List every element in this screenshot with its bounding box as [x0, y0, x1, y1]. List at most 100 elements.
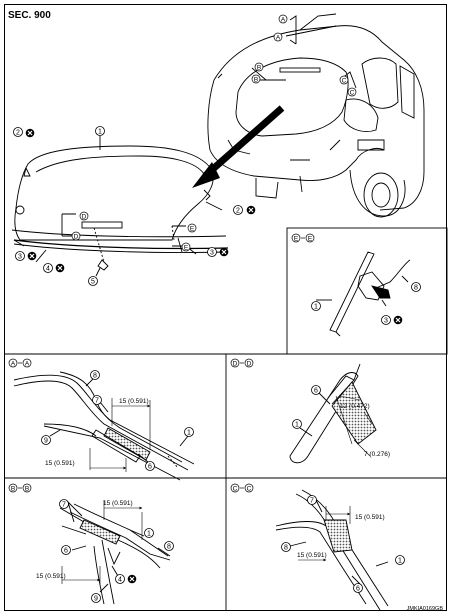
svg-text:5: 5 — [91, 279, 95, 286]
marker-e-top: E — [187, 223, 197, 233]
callout-8-aa: 8 — [90, 370, 100, 380]
svg-text:A: A — [25, 360, 30, 367]
callout-1-aa: 1 — [184, 427, 194, 437]
svg-text:1: 1 — [314, 304, 318, 311]
svg-text:E: E — [308, 235, 313, 242]
marker-a-top: A — [278, 14, 288, 24]
marker-c-top: C — [339, 75, 349, 85]
callout-3-main-right: 3 — [207, 247, 217, 257]
svg-text:3: 3 — [384, 318, 388, 325]
svg-text:1: 1 — [398, 558, 402, 565]
dimension-cc-top: 15 (0.591) — [355, 514, 385, 521]
svg-text:1: 1 — [187, 430, 191, 437]
callout-7-aa: 7 — [92, 395, 102, 405]
callout-6-bb: 6 — [61, 545, 71, 555]
svg-text:B: B — [11, 485, 15, 492]
callout-5-main: 5 — [88, 276, 98, 286]
do-not-reuse-marks — [25, 128, 403, 584]
marker-b-bottom: B — [251, 74, 261, 84]
detail-title-ee: E E — [291, 233, 315, 243]
callout-4-main: 4 — [43, 263, 53, 273]
svg-text:2: 2 — [16, 130, 20, 137]
no-reuse-icon — [127, 574, 137, 584]
svg-text:7: 7 — [95, 398, 99, 405]
no-reuse-icon — [25, 128, 35, 138]
detail-ee-box — [286, 227, 448, 355]
svg-text:A: A — [276, 34, 281, 41]
vehicle-outline — [207, 13, 425, 218]
marker-e-bottom: E — [181, 242, 191, 252]
detail-title-aa: A A — [8, 358, 32, 368]
svg-text:6: 6 — [64, 548, 68, 555]
dimension-aa-bottom: 15 (0.591) — [45, 460, 75, 467]
callout-8-bb: 8 — [164, 541, 174, 551]
svg-text:B: B — [25, 485, 29, 492]
dimension-bb-bottom: 15 (0.591) — [36, 573, 66, 580]
svg-text:7: 7 — [62, 502, 66, 509]
callout-3-main-left: 3 — [15, 251, 25, 261]
detail-cc-art — [275, 489, 389, 611]
svg-text:8: 8 — [414, 285, 418, 292]
dimension-dd-top: 12 (0.472) — [340, 403, 370, 410]
dimension-dd-bottom: 7 (0.276) — [364, 451, 390, 458]
svg-text:E: E — [184, 244, 189, 251]
marker-d-top: D — [79, 211, 89, 221]
detail-ee-art — [316, 251, 411, 337]
figure-frame — [4, 4, 447, 611]
svg-text:6: 6 — [356, 586, 360, 593]
svg-text:1: 1 — [147, 531, 151, 538]
direction-arrow — [202, 105, 285, 179]
callout-7-bb: 7 — [59, 499, 69, 509]
svg-text:E: E — [294, 235, 299, 242]
callout-1-bb: 1 — [144, 528, 154, 538]
figure-code: JMKIA0169GB — [406, 605, 443, 612]
detail-bb-art — [59, 500, 171, 605]
svg-text:6: 6 — [314, 388, 318, 395]
svg-text:1: 1 — [295, 422, 299, 429]
callout-6-cc: 6 — [353, 583, 363, 593]
svg-text:C: C — [233, 485, 238, 492]
svg-text:E: E — [190, 225, 195, 232]
svg-text:A: A — [11, 360, 16, 367]
no-reuse-icon — [393, 315, 403, 325]
dimension-cc-bottom: 15 (0.591) — [297, 552, 327, 559]
svg-text:9: 9 — [44, 438, 48, 445]
svg-text:4: 4 — [46, 266, 50, 273]
callout-2-main-left: 2 — [13, 127, 23, 137]
svg-text:D: D — [247, 360, 252, 367]
svg-text:4: 4 — [118, 577, 122, 584]
svg-text:6: 6 — [148, 464, 152, 471]
svg-text:D: D — [233, 360, 238, 367]
svg-text:1: 1 — [98, 129, 102, 136]
callout-7-cc: 7 — [307, 495, 317, 505]
marker-d-bottom: D — [71, 231, 81, 241]
callout-4-bb: 4 — [115, 574, 125, 584]
svg-text:B: B — [254, 76, 258, 83]
svg-text:C: C — [342, 77, 347, 84]
svg-text:2: 2 — [236, 208, 240, 215]
svg-text:7: 7 — [310, 498, 314, 505]
callout-9-aa: 9 — [41, 435, 51, 445]
marker-a-bottom: A — [273, 32, 283, 42]
detail-dd-art — [289, 363, 377, 464]
callout-6-aa: 6 — [145, 461, 155, 471]
dimension-aa-top: 15 (0.591) — [119, 398, 149, 405]
svg-text:8: 8 — [167, 544, 171, 551]
dimension-bb-top: 15 (0.591) — [103, 500, 133, 507]
svg-text:3: 3 — [18, 254, 22, 261]
no-reuse-icon — [219, 247, 229, 257]
callout-1-main: 1 — [95, 126, 105, 136]
back-door-glass — [11, 145, 229, 271]
svg-text:C: C — [247, 485, 252, 492]
no-reuse-icon — [27, 251, 37, 261]
svg-text:A: A — [281, 16, 286, 23]
no-reuse-icon — [246, 205, 256, 215]
callout-8-ee: 8 — [411, 282, 421, 292]
marker-c-bottom: C — [347, 87, 357, 97]
callout-1-dd: 1 — [292, 419, 302, 429]
detail-aa-art — [13, 371, 195, 481]
detail-title-cc: C C — [230, 483, 254, 493]
callout-8-cc: 8 — [281, 542, 291, 552]
section-label: SEC. 900 — [8, 10, 51, 21]
